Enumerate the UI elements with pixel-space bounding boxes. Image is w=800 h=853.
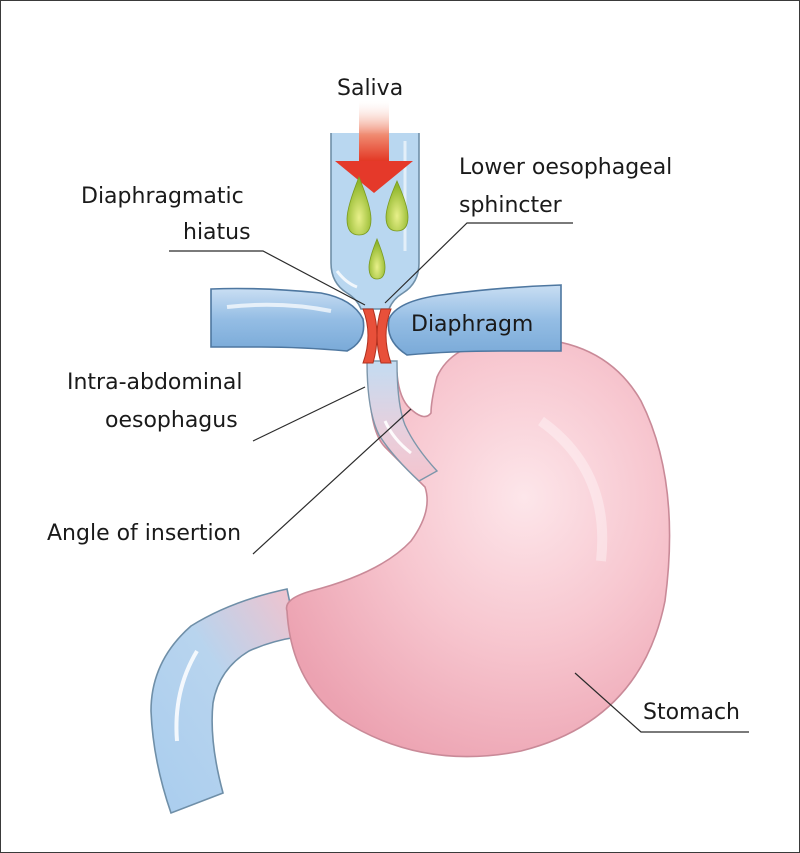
intra-abdominal-leader [252, 386, 366, 442]
angle-leader [252, 408, 412, 555]
oesophagus-highlight [383, 420, 412, 455]
intra-abdominal-label-line2: oesophagus [105, 408, 238, 433]
lower-sphincter-label-line1: Lower oesophageal [459, 155, 672, 180]
diaphragm-left-highlight [226, 302, 332, 313]
lower-sphincter-label-line2: sphincter [459, 193, 563, 218]
diaphragm-right [387, 284, 562, 356]
stomach [285, 337, 671, 758]
duodenum [150, 588, 298, 815]
saliva-label: Saliva [337, 76, 403, 101]
upper-oesophagus [330, 133, 420, 310]
stomach-highlight [538, 416, 608, 562]
hiatus-label-line1: Diaphragmatic [81, 184, 244, 209]
tube-highlight-lower [335, 270, 358, 289]
saliva-arrow [335, 101, 413, 193]
diaphragm-label: Diaphragm [411, 312, 533, 337]
intra-abdominal-oesophagus [366, 360, 439, 482]
saliva-droplets [346, 175, 409, 280]
diaphragm-left [210, 287, 365, 352]
lower-oesophageal-sphincter [362, 308, 392, 364]
hiatus-label-line2: hiatus [183, 220, 251, 245]
stomach-leader [574, 672, 749, 733]
leader-lines [169, 222, 749, 733]
intra-abdominal-label-line1: Intra-abdominal [67, 370, 242, 395]
duodenum-highlight [174, 649, 199, 742]
stomach-label: Stomach [643, 700, 740, 725]
sphincter-leader [384, 222, 573, 304]
angle-of-insertion-label: Angle of insertion [47, 521, 241, 546]
hiatus-leader [169, 250, 366, 306]
